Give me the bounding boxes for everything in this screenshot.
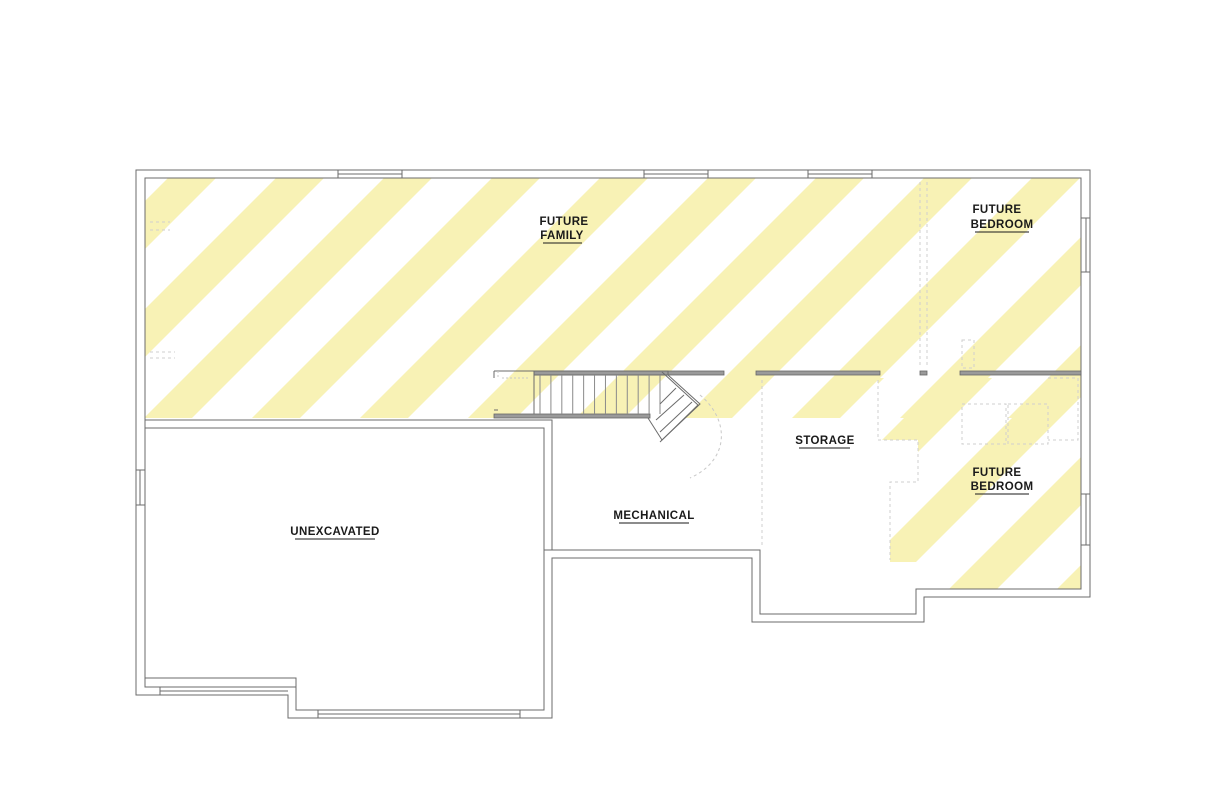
hatch-stripe — [900, 237, 1081, 418]
windows — [136, 170, 1090, 718]
hatch-stripe — [145, 178, 216, 249]
basement-stair — [493, 370, 722, 479]
storage-label: STORAGE — [795, 435, 854, 447]
future-family-line1: FUTURE — [539, 216, 588, 228]
future-bedroom-bottom-line2: BEDROOM — [971, 481, 1034, 493]
hatch-stripe — [946, 378, 1081, 589]
future-dashed-walls — [150, 182, 1079, 560]
hatch-stripe — [1116, 178, 1226, 418]
hatch-stripe — [1162, 378, 1226, 592]
hatch-stripe — [360, 178, 648, 418]
upper-block-inner-wall — [144, 177, 1082, 711]
hatch-stripe — [878, 378, 1081, 589]
hatch-stripe — [576, 178, 864, 418]
stair-treads — [539, 375, 661, 414]
label-future-bedroom-bottom: FUTURE BEDROOM — [971, 467, 1034, 495]
partition-walls — [493, 370, 1082, 419]
future-family-line2: FAMILY — [540, 230, 584, 242]
hatch-stripe — [878, 378, 992, 589]
hatch-stripe — [468, 178, 756, 418]
upper-block-outer-wall — [135, 169, 1091, 719]
hatch-stripe — [792, 178, 1080, 418]
unexcavated-walls — [145, 419, 553, 710]
hatch-stripe — [0, 178, 108, 418]
label-mechanical: MECHANICAL — [613, 510, 694, 524]
hatch-stripe — [145, 178, 432, 418]
hatch-stripe — [684, 178, 972, 418]
future-bedroom-top-line1: FUTURE — [972, 204, 1021, 216]
label-future-bedroom-top: FUTURE BEDROOM — [971, 204, 1034, 233]
future-bedroom-top-line2: BEDROOM — [971, 219, 1034, 231]
mechanical-label: MECHANICAL — [613, 510, 694, 522]
hatch-stripe — [252, 178, 540, 418]
future-bedroom-hatch — [878, 378, 1226, 592]
future-bedroom-bottom-line1: FUTURE — [972, 467, 1021, 479]
foundation-walls — [135, 169, 1091, 719]
label-storage: STORAGE — [795, 435, 854, 449]
hatch-stripe — [145, 178, 324, 357]
future-family-hatch — [0, 178, 1226, 418]
label-unexcavated: UNEXCAVATED — [290, 526, 379, 540]
unexcavated-label: UNEXCAVATED — [290, 526, 379, 538]
label-future-family: FUTURE FAMILY — [539, 216, 588, 244]
